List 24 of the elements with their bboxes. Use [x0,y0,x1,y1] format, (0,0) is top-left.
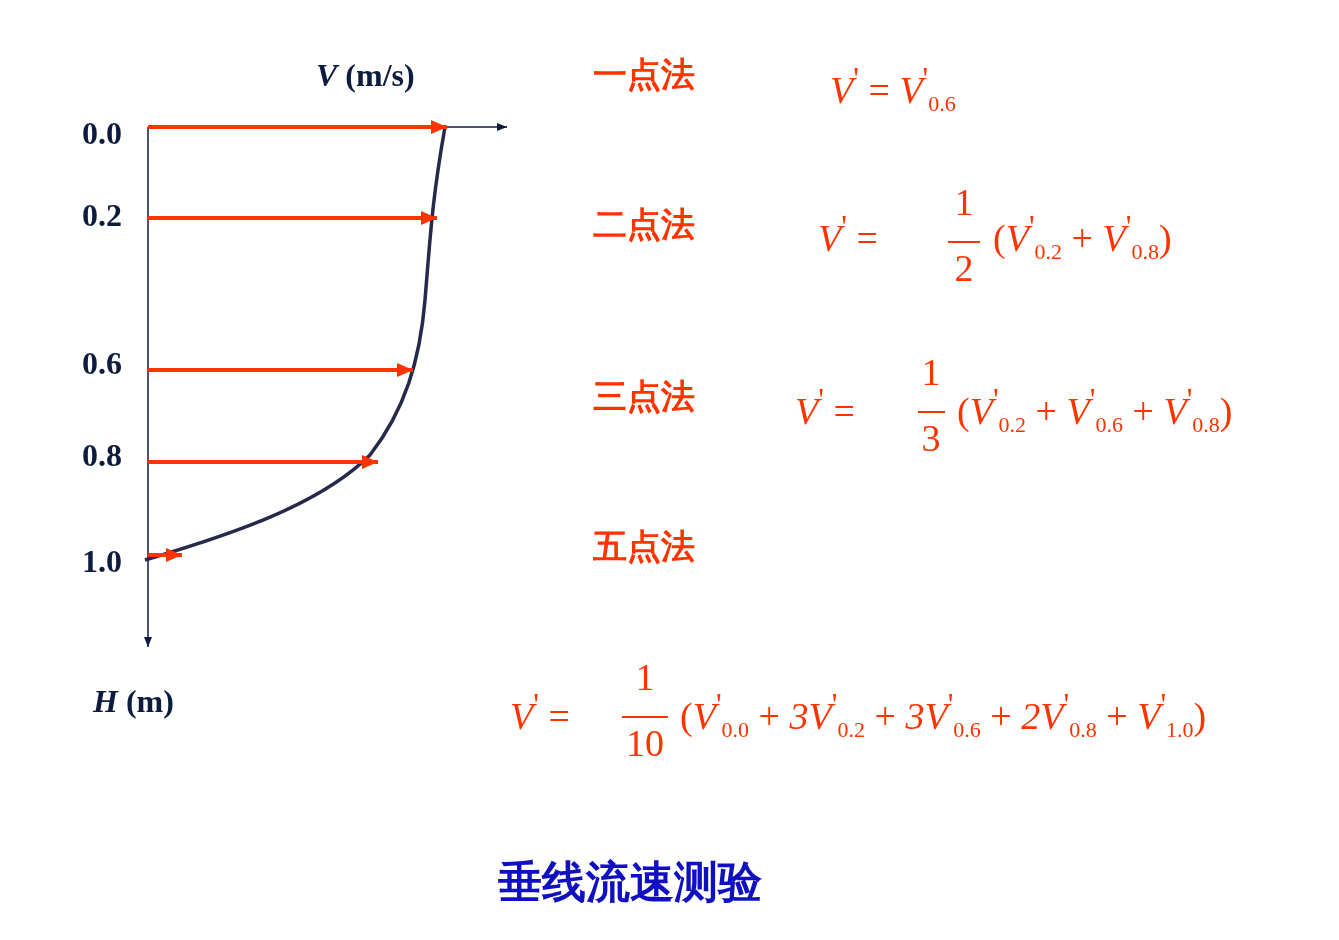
depth-tick-label: 0.0 [82,116,122,152]
formula: V$^{'}$ = [818,210,878,260]
fraction-denominator: 10 [626,723,664,765]
depth-tick-label: 0.6 [82,346,122,382]
method-name: 二点法 [593,206,695,244]
fraction-denominator: 2 [954,248,974,290]
method-name: 一点法 [593,56,695,94]
method-name: 三点法 [593,378,695,416]
axis-label: V (m/s) [316,58,415,94]
method-name: 五点法 [593,528,695,566]
fraction-numerator: 1 [954,182,974,224]
caption: 垂线流速测验 [498,858,762,907]
depth-tick-label: 0.2 [82,198,122,234]
fraction-denominator: 3 [921,418,941,460]
axis-label: H (m) [93,684,174,720]
depth-tick-label: 1.0 [82,544,122,580]
formula: V$^{'}$ = [795,383,855,433]
formula: (V$^{'}$$_{0.2}$ + V$^{'}$$_{0.8}$) [993,210,1172,265]
formula: (V$^{'}$$_{0.0}$ + 3V$^{'}$$_{0.2}$ + 3V$^{'}$$_{0.6}$ + 2V$^{'}$$_{0.8}$ + V$^{'}$$_{1.0}$) [680,688,1207,743]
formula: V$^{'}$ = [510,688,570,738]
formula: (V$^{'}$$_{0.2}$ + V$^{'}$$_{0.6}$ + V$^{'}$$_{0.8}$) [957,383,1233,438]
fraction-numerator: 1 [921,352,941,394]
fraction-numerator: 1 [635,657,655,699]
depth-tick-label: 0.8 [82,438,122,474]
